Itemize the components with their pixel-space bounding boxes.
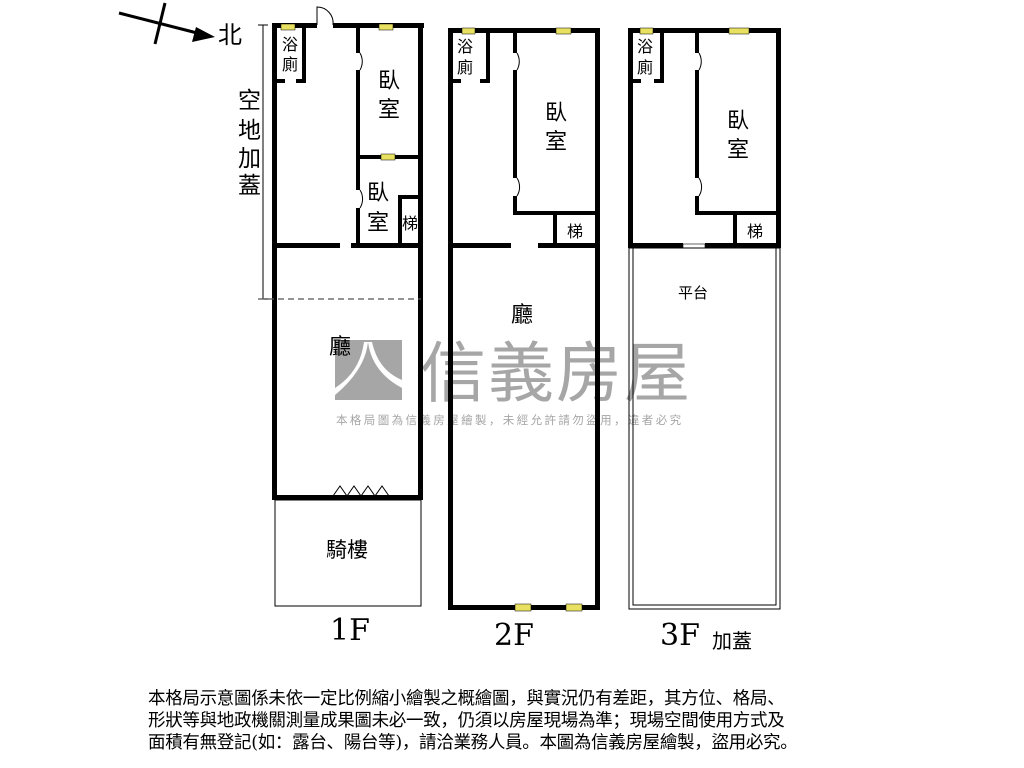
floor-label-3f-suffix: 加蓋	[712, 629, 752, 653]
room-3f-bath: 浴	[637, 37, 653, 56]
room-1f-living: 廳	[329, 335, 351, 360]
disclaimer-line: 形狀等與地政機關測量成果圖未必一致，仍須以房屋現場為準；現場空間使用方式及	[148, 711, 785, 731]
watermark-notice: 本格局圖為信義房屋繪製，未經允許請勿盜用，違者必究	[336, 413, 684, 427]
disclaimer-line: 面積有無登記(如：露台、陽台等)，請洽業務人員。本圖為信義房屋繪製，盜用必究。	[148, 733, 798, 753]
svg-text:室: 室	[367, 211, 389, 236]
room-3f-stairs: 梯	[747, 222, 763, 241]
floor-3f	[628, 27, 781, 610]
north-label: 北	[218, 21, 242, 49]
north-arrow-icon	[118, 2, 215, 45]
room-2f-stairs: 梯	[567, 222, 583, 241]
svg-text:廁: 廁	[637, 58, 653, 77]
svg-text:空: 空	[238, 88, 261, 114]
floor-label-2f: 2F	[494, 618, 534, 653]
watermark-brand: 信義房屋	[420, 335, 692, 412]
brand-logo-icon	[335, 340, 402, 400]
room-3f-bedroom: 臥	[727, 109, 749, 134]
svg-text:室: 室	[378, 98, 400, 123]
svg-text:室: 室	[727, 138, 749, 163]
watermark: 信義房屋 本格局圖為信義房屋繪製，未經允許請勿盜用，違者必究	[335, 335, 692, 427]
svg-text:室: 室	[545, 130, 567, 155]
disclaimer: 本格局示意圖係未依一定比例縮小繪製之概繪圖，與實況仍有差距，其方位、格局、 形狀…	[148, 688, 908, 754]
svg-text:廁: 廁	[457, 58, 473, 77]
room-1f-bedroom2: 臥	[367, 181, 389, 206]
room-2f-living: 廳	[511, 303, 533, 328]
room-1f-bath-2: 廁	[282, 55, 298, 74]
floor-label-3f: 3F	[660, 618, 700, 653]
room-3f-terrace: 平台	[678, 284, 708, 302]
side-annotation: 空 地 加 蓋	[238, 88, 261, 199]
room-1f-bedroom1: 臥	[378, 69, 400, 94]
floor-1f	[258, 6, 424, 607]
room-1f-stairs: 梯	[402, 214, 418, 233]
svg-text:蓋: 蓋	[238, 173, 261, 199]
svg-text:地: 地	[238, 118, 261, 144]
room-2f-bedroom: 臥	[545, 101, 567, 126]
disclaimer-line: 本格局示意圖係未依一定比例縮小繪製之概繪圖，與實況仍有差距，其方位、格局、	[148, 689, 785, 709]
floor-label-1f: 1F	[330, 613, 370, 648]
room-1f-bath: 浴	[282, 35, 298, 54]
room-1f-arcade: 騎樓	[326, 538, 368, 562]
floor-2f	[448, 27, 600, 612]
room-2f-bath: 浴	[457, 37, 473, 56]
svg-text:加: 加	[238, 146, 261, 172]
